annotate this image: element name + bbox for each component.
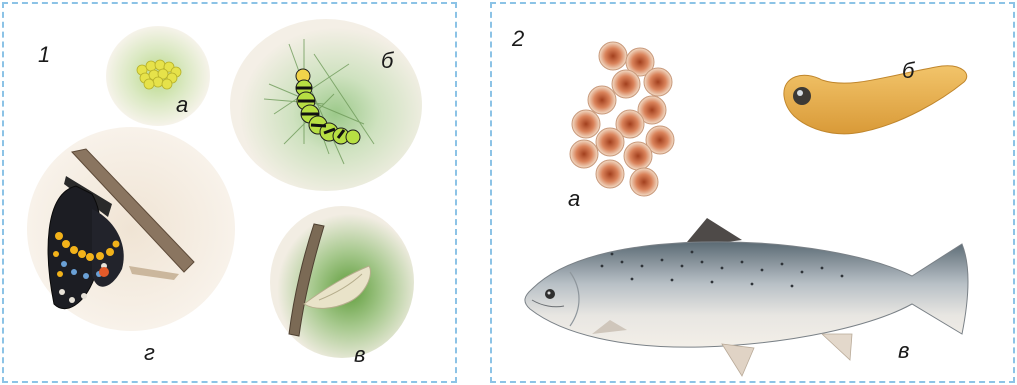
eggs-illustration (106, 26, 210, 126)
roe-illustration (570, 42, 674, 196)
label-eggs: а (176, 94, 188, 116)
figure-number-1: 1 (38, 44, 50, 66)
label-butterfly: г (144, 342, 155, 364)
fish-lifecycle-panel: 2 а б в (490, 2, 1015, 383)
pupa-illustration (270, 206, 414, 358)
label-pupa: в (354, 344, 365, 366)
label-fry: б (902, 60, 914, 82)
caterpillar-illustration (230, 19, 422, 191)
label-salmon: в (898, 340, 909, 362)
label-caterpillar: б (381, 50, 393, 72)
butterfly-illustration (27, 127, 235, 331)
fry-illustration (784, 66, 967, 134)
figure-number-2: 2 (512, 28, 524, 50)
butterfly-lifecycle-panel: 1 а б в г (2, 2, 457, 383)
label-roe: а (568, 188, 580, 210)
